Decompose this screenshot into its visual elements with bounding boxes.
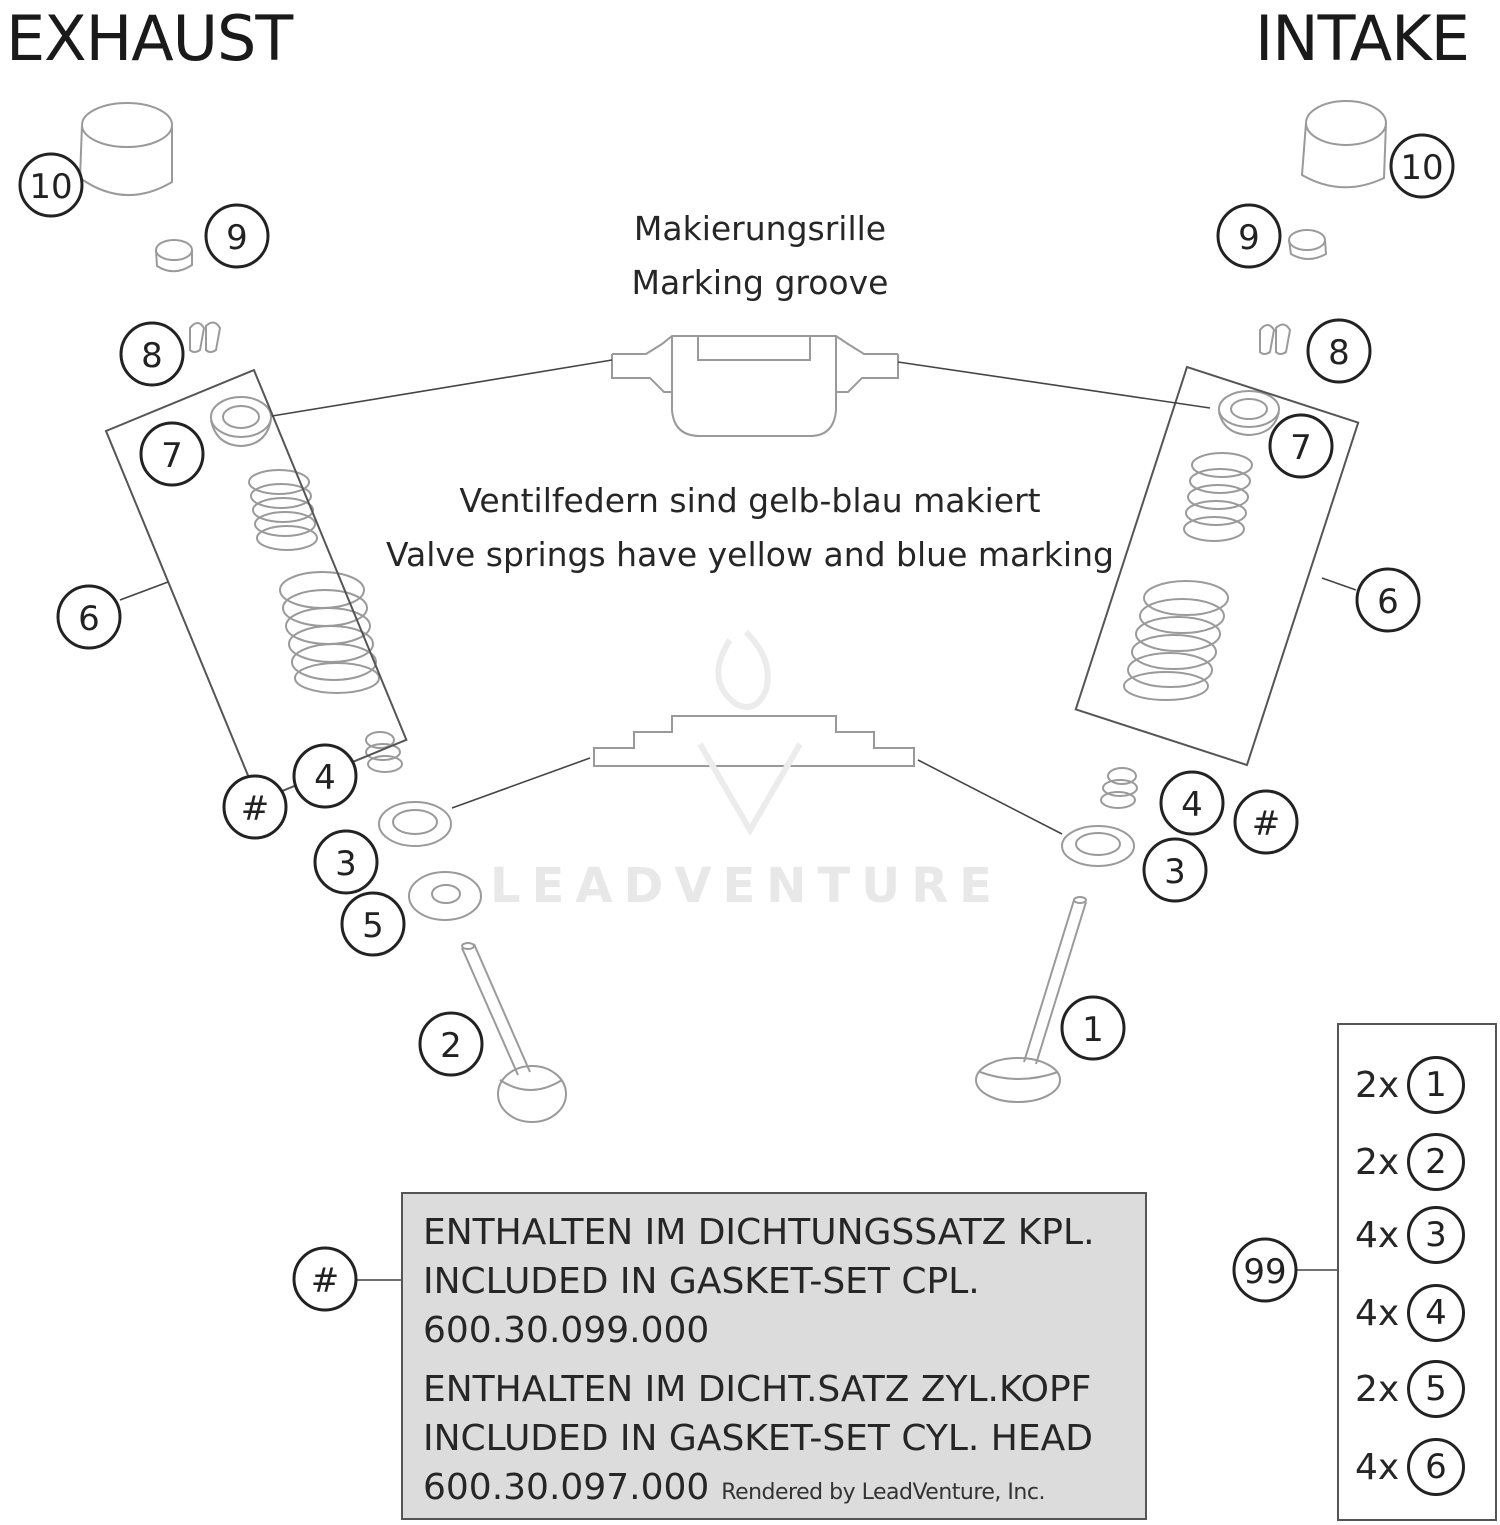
callout-intake-6: 6 <box>1377 582 1399 622</box>
intake-outer-spring <box>1123 580 1229 701</box>
intake-bucket-tappet <box>1300 100 1387 189</box>
exhaust-inner-spring <box>248 469 318 551</box>
leader-lines <box>119 359 1357 1281</box>
intake-inner-spring <box>1183 452 1253 542</box>
marking-groove-note-de: Makierungsrille <box>633 209 887 248</box>
exhaust-outer-spring <box>279 571 380 694</box>
callout-exhaust-7: 7 <box>161 436 183 476</box>
callout-intake-3: 3 <box>1164 852 1186 892</box>
kit-quantity: 4x <box>1355 1214 1400 1256</box>
leadventure-watermark: LEADVENTURE <box>490 858 1003 914</box>
callout-exhaust-9: 9 <box>226 218 248 258</box>
kit-quantity: 4x <box>1355 1446 1400 1488</box>
callout-exhaust-5: 5 <box>362 906 384 946</box>
kit-quantity-row: 2x 1 <box>1355 1053 1465 1117</box>
intake-spring-seat <box>1061 825 1135 867</box>
gasket-line-3: 600.30.099.000 <box>423 1310 710 1351</box>
callout-intake-4: 4 <box>1181 785 1203 825</box>
kit-quantity: 4x <box>1355 1292 1400 1334</box>
kit-part-callout: 1 <box>1407 1056 1465 1114</box>
kit-part-callout: 5 <box>1407 1360 1465 1418</box>
callout-exhaust-hash: # <box>241 789 270 829</box>
kit-quantity: 2x <box>1355 1141 1400 1183</box>
marking-groove-note: Makierungsrille Marking groove <box>560 202 960 310</box>
gasket-line-5: INCLUDED IN GASKET-SET CYL. HEAD <box>423 1418 1093 1459</box>
intake-valve-stem-seal <box>1100 767 1138 809</box>
kit-part-callout: 4 <box>1407 1284 1465 1342</box>
kit-quantity-row: 4x 3 <box>1355 1203 1465 1267</box>
kit-part-callout: 3 <box>1407 1206 1465 1264</box>
valve-spring-note-en: Valve springs have yellow and blue marki… <box>386 535 1114 574</box>
callout-exhaust-10: 10 <box>29 167 72 207</box>
callout-exhaust-2: 2 <box>440 1026 462 1066</box>
leadventure-logo-watermark <box>697 629 803 836</box>
gasket-part-number-2: 600.30.097.000 <box>423 1467 710 1508</box>
exhaust-shim <box>155 239 193 273</box>
kit-quantity-row: 4x 4 <box>1355 1281 1465 1345</box>
intake-valve <box>975 896 1087 1103</box>
rendered-by-credit: Rendered by LeadVenture, Inc. <box>721 1480 1045 1505</box>
callout-exhaust-8: 8 <box>141 336 163 376</box>
intake-spring-kit-frame <box>1074 365 1360 767</box>
kit-part-callout: 6 <box>1407 1438 1465 1496</box>
callout-intake-1: 1 <box>1082 1010 1104 1050</box>
callout-intake-7: 7 <box>1290 428 1312 468</box>
valve-spring-note: Ventilfedern sind gelb-blau makiert Valv… <box>380 474 1120 582</box>
callout-intake-8: 8 <box>1328 333 1350 373</box>
kit-quantity-row: 2x 5 <box>1355 1357 1465 1421</box>
exhaust-washer <box>408 871 482 921</box>
callout-exhaust-6: 6 <box>78 599 100 639</box>
exhaust-valve-keepers <box>189 321 222 353</box>
exhaust-valve-stem-seal <box>365 731 403 773</box>
marking-groove-detail <box>611 335 899 437</box>
callout-exhaust-3: 3 <box>335 844 357 884</box>
callout-intake-9: 9 <box>1238 218 1260 258</box>
exhaust-spring-seat <box>378 801 452 847</box>
gasket-line-1: ENTHALTEN IM DICHTUNGSSATZ KPL. <box>423 1212 1095 1253</box>
kit-quantity: 2x <box>1355 1368 1400 1410</box>
spring-seat-detail <box>593 715 915 767</box>
callout-intake-10: 10 <box>1400 148 1443 188</box>
callout-kit-99: 99 <box>1243 1252 1286 1292</box>
gasket-set-info-box: ENTHALTEN IM DICHTUNGSSATZ KPL. INCLUDED… <box>401 1192 1147 1520</box>
kit-quantity-row: 4x 6 <box>1355 1435 1465 1499</box>
callout-circles <box>18 133 1455 1312</box>
gasket-line-2: INCLUDED IN GASKET-SET CPL. <box>423 1261 980 1302</box>
gasket-line-6: 600.30.097.000 Rendered by LeadVenture, I… <box>423 1463 1145 1517</box>
gasket-line-4: ENTHALTEN IM DICHT.SATZ ZYL.KOPF <box>423 1369 1092 1410</box>
intake-shim <box>1288 229 1328 260</box>
exhaust-bucket-tappet <box>78 102 173 197</box>
kit-quantity: 2x <box>1355 1064 1400 1106</box>
kit-quantity-table: 2x 1 2x 2 4x 3 4x 4 2x 5 4x 6 <box>1337 1023 1497 1521</box>
valve-spring-note-de: Ventilfedern sind gelb-blau makiert <box>459 481 1041 520</box>
intake-spring-retainer <box>1218 390 1280 437</box>
exhaust-valve <box>461 942 567 1123</box>
intake-title: INTAKE <box>1255 2 1470 75</box>
kit-quantity-row: 2x 2 <box>1355 1130 1465 1194</box>
exhaust-title: EXHAUST <box>6 2 293 75</box>
intake-valve-keepers <box>1259 323 1292 355</box>
callout-intake-hash: # <box>1252 804 1281 844</box>
exhaust-spring-retainer <box>210 396 272 448</box>
marking-groove-note-en: Marking groove <box>631 263 889 302</box>
kit-part-callout: 2 <box>1407 1133 1465 1191</box>
callout-exhaust-4: 4 <box>314 758 336 798</box>
callout-gasket-hash: # <box>311 1261 340 1301</box>
